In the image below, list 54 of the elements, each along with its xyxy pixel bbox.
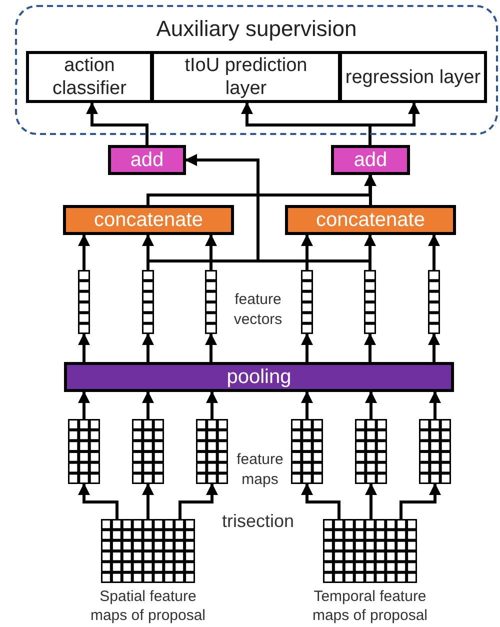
grid-caption: Spatial feature maps of proposal xyxy=(89,587,207,625)
arrow xyxy=(368,102,420,145)
arrow xyxy=(142,333,154,362)
arrow xyxy=(365,483,377,519)
arrow xyxy=(142,391,154,419)
feature-vector-column xyxy=(205,270,217,334)
pooling-bar: pooling xyxy=(64,362,454,392)
add-box: add xyxy=(108,145,186,175)
layer-box: tIoU prediction layer xyxy=(151,51,341,103)
arrow xyxy=(301,333,313,362)
feature-map-grid xyxy=(196,419,228,484)
feature-map-grid xyxy=(355,419,387,484)
arrow xyxy=(206,391,218,419)
dashed-group-frame xyxy=(15,5,498,135)
arrow xyxy=(205,333,217,362)
arrow xyxy=(185,154,372,270)
feature-map-grid xyxy=(132,419,164,484)
arrow xyxy=(178,483,218,519)
arrow xyxy=(364,333,376,362)
layer-box: action classifier xyxy=(26,51,153,103)
feature-vector-column xyxy=(428,270,440,334)
feature-vector-column xyxy=(301,270,313,334)
layer-box: regression layer xyxy=(339,51,487,103)
arrow xyxy=(142,483,154,519)
arrow xyxy=(400,483,441,519)
feature-vector-column xyxy=(142,270,154,334)
feature-map-grid xyxy=(101,519,195,583)
arrow xyxy=(301,391,313,419)
arrow xyxy=(301,234,313,270)
arrow xyxy=(428,234,440,270)
annotation-label: feature vectors xyxy=(232,290,284,330)
grid-caption: Temporal feature maps of proposal xyxy=(311,587,429,625)
feature-map-grid xyxy=(419,419,451,484)
arrow xyxy=(78,483,118,519)
feature-vector-column xyxy=(364,270,376,334)
group-title: Auxiliary supervision xyxy=(155,15,358,43)
feature-map-grid xyxy=(291,419,323,484)
arrow xyxy=(301,483,340,519)
arrow xyxy=(78,391,90,419)
arrow xyxy=(86,102,148,145)
feature-vector-column xyxy=(78,270,90,334)
arrow xyxy=(78,333,90,362)
arrow xyxy=(78,234,90,270)
concatenate-box: concatenate xyxy=(285,205,456,235)
feature-map-grid xyxy=(323,519,417,583)
concatenate-box: concatenate xyxy=(63,205,234,235)
feature-map-grid xyxy=(68,419,100,484)
arrow xyxy=(428,333,440,362)
arrow xyxy=(205,234,217,270)
annotation-label: feature maps xyxy=(236,450,284,490)
annotation-label: trisection xyxy=(220,510,296,533)
add-box: add xyxy=(331,145,410,175)
arrow xyxy=(365,391,377,419)
arrow xyxy=(429,391,441,419)
